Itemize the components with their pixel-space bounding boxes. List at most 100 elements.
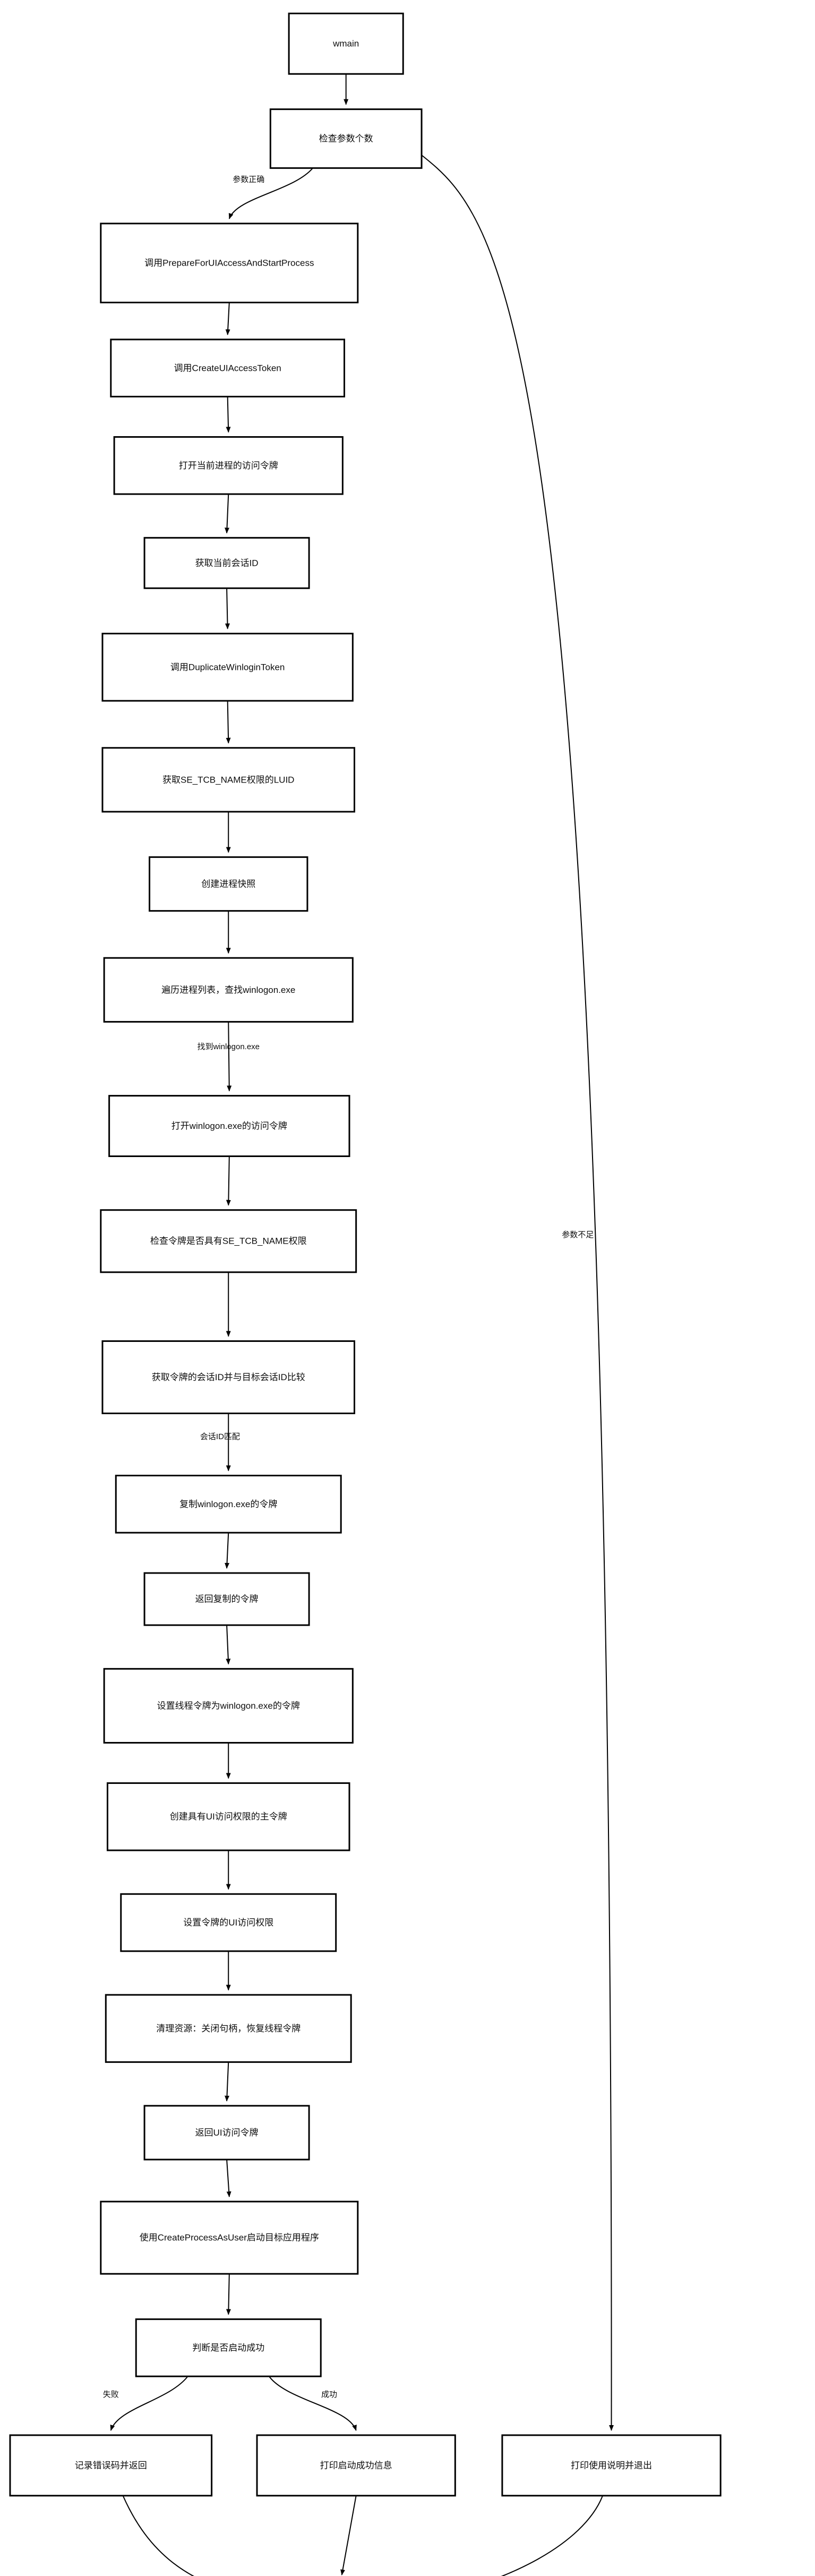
edge-n10-to-n11 [227,1022,232,1092]
flow-node-n13[interactable]: 获取令牌的会话ID并与目标会话ID比较 [101,1340,355,1415]
flow-node-n16[interactable]: 设置线程令牌为winlogon.exe的令牌 [103,1668,354,1744]
edge-n15-to-n16 [226,1625,231,1665]
node-label-n22: 判断是否启动成功 [192,2343,264,2353]
node-box-n25 [501,2434,722,2497]
node-label-n9: 创建进程快照 [201,879,255,889]
node-label-n16: 设置线程令牌为winlogon.exe的令牌 [157,1701,300,1711]
edge-n5-to-n6 [225,494,230,534]
flow-node-n9[interactable]: 创建进程快照 [149,856,308,912]
node-box-n3 [100,223,359,303]
flow-node-n2[interactable]: 检查参数个数 [269,108,423,169]
node-label-n20: 返回UI访问令牌 [195,2128,259,2138]
node-label-n19: 清理资源：关闭句柄，恢复线程令牌 [156,2024,301,2034]
node-label-n4: 调用CreateUIAccessToken [174,363,281,373]
node-box-n21 [100,2200,359,2275]
edge-n14-to-n15 [225,1533,230,1569]
edge-n22-to-n23 [110,2376,188,2431]
node-label-n8: 获取SE_TCB_NAME权限的LUID [162,775,294,785]
flow-node-n4[interactable]: 调用CreateUIAccessToken [110,338,346,398]
node-box-n2 [269,108,423,169]
flow-node-n25[interactable]: 打印使用说明并退出 [501,2434,722,2497]
node-label-n21: 使用CreateProcessAsUser启动目标应用程序 [140,2232,319,2243]
node-box-n18 [120,1893,337,1952]
node-label-n12: 检查令牌是否具有SE_TCB_NAME权限 [150,1236,307,1246]
node-box-n15 [143,1572,310,1626]
node-label-n5: 打开当前进程的访问令牌 [179,461,278,471]
flow-node-n6[interactable]: 获取当前会话ID [143,537,310,589]
flow-node-n20[interactable]: 返回UI访问令牌 [143,2105,310,2161]
flow-node-n22[interactable]: 判断是否启动成功 [135,2318,322,2377]
flow-node-n23[interactable]: 记录错误码并返回 [9,2434,213,2497]
edge-label-e-fail: 失败 [103,2390,119,2399]
edge-n7-to-n8 [226,701,231,744]
node-box-n12 [100,1209,357,1273]
flow-node-n10[interactable]: 遍历进程列表，查找winlogon.exe [103,957,354,1023]
node-box-n23 [9,2434,213,2497]
node-box-n7 [101,633,354,702]
node-label-n13: 获取令牌的会话ID并与目标会话ID比较 [152,1372,305,1382]
node-box-n5 [113,436,344,495]
flow-node-n19[interactable]: 清理资源：关闭句柄，恢复线程令牌 [105,1994,352,2063]
flow-node-n7[interactable]: 调用DuplicateWinloginToken [101,633,354,702]
node-label-n14: 复制winlogon.exe的令牌 [179,1499,277,1509]
node-box-n11 [108,1095,350,1157]
node-label-n15: 返回复制的令牌 [195,1594,259,1604]
edge-n21-to-n22 [226,2274,231,2315]
node-label-n11: 打开winlogon.exe的访问令牌 [171,1121,287,1131]
flow-node-n1[interactable]: wmain [288,12,404,75]
flow-node-n5[interactable]: 打开当前进程的访问令牌 [113,436,344,495]
flow-node-n14[interactable]: 复制winlogon.exe的令牌 [115,1475,342,1534]
node-box-n8 [101,747,355,813]
edge-label-e-short: 参数不足 [562,1230,594,1239]
flow-node-n15[interactable]: 返回复制的令牌 [143,1572,310,1626]
edge-label-e-found: 找到winlogon.exe [197,1042,260,1051]
node-box-n22 [135,2318,322,2377]
node-box-n14 [115,1475,342,1534]
flow-node-n24[interactable]: 打印启动成功信息 [256,2434,456,2497]
edge-n20-to-n21 [226,2160,231,2198]
edge-n11-to-n12 [226,1156,231,1206]
flow-node-n12[interactable]: 检查令牌是否具有SE_TCB_NAME权限 [100,1209,357,1273]
flow-node-n11[interactable]: 打开winlogon.exe的访问令牌 [108,1095,350,1157]
flow-node-n3[interactable]: 调用PrepareForUIAccessAndStartProcess [100,223,359,303]
node-box-n20 [143,2105,310,2161]
flow-node-n8[interactable]: 获取SE_TCB_NAME权限的LUID [101,747,355,813]
node-box-n19 [105,1994,352,2063]
node-label-n18: 设置令牌的UI访问权限 [183,1918,273,1928]
edge-n25-to-n26 [501,2495,603,2576]
node-box-n9 [149,856,308,912]
node-label-n1: wmain [332,39,359,49]
edge-label-e-match: 会话ID匹配 [200,1432,240,1441]
node-box-n1 [288,12,404,75]
nodes-layer: wmain 检查参数个数调用PrepareForUIAccessAndStartP… [9,12,722,2497]
edge-n2-to-n3 [228,167,313,219]
node-box-n4 [110,338,346,398]
node-label-n6: 获取当前会话ID [195,558,259,568]
edge-n24-to-n26 [340,2495,357,2575]
edge-n2-to-n25 [421,155,614,2431]
node-label-n7: 调用DuplicateWinloginToken [170,662,285,672]
edge-n4-to-n5 [226,396,231,433]
node-box-n24 [256,2434,456,2497]
edge-label-e-succeed: 成功 [321,2390,337,2399]
edge-label-e-ok: 参数正确 [233,175,264,184]
flow-node-n17[interactable]: 创建具有UI访问权限的主令牌 [106,1782,350,1851]
node-box-n17 [106,1782,350,1851]
edge-n3-to-n4 [225,302,230,336]
node-label-n24: 打印启动成功信息 [320,2460,392,2470]
node-label-n17: 创建具有UI访问权限的主令牌 [170,1812,287,1822]
edge-n23-to-n26 [122,2495,194,2576]
edge-n6-to-n7 [225,588,230,630]
node-box-n6 [143,537,310,589]
node-label-n23: 记录错误码并返回 [75,2460,147,2470]
node-box-n13 [101,1340,355,1415]
node-label-n2: 检查参数个数 [319,133,373,143]
flow-node-n21[interactable]: 使用CreateProcessAsUser启动目标应用程序 [100,2200,359,2275]
flow-node-n18[interactable]: 设置令牌的UI访问权限 [120,1893,337,1952]
edge-n22-to-n24 [268,2376,357,2431]
node-label-n10: 遍历进程列表，查找winlogon.exe [161,985,295,995]
edge-n19-to-n20 [225,2062,230,2102]
